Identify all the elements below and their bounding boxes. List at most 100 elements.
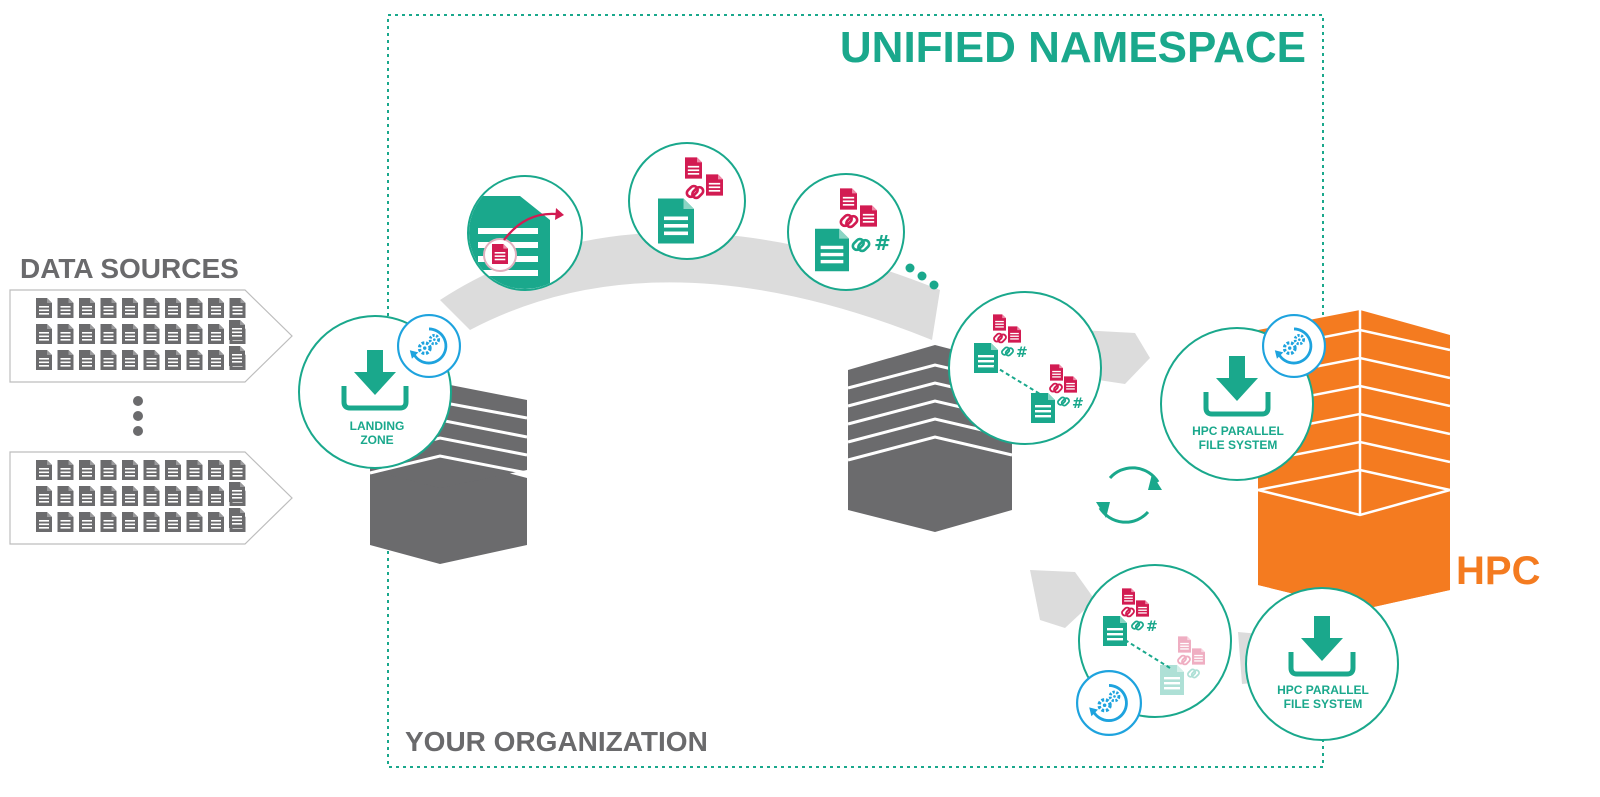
document-icon: [815, 229, 849, 272]
document-icon: [58, 512, 74, 532]
document-icon: [208, 486, 224, 506]
data-source-panel-1: [10, 290, 292, 382]
document-icon: [36, 486, 52, 506]
document-icon: [101, 298, 117, 318]
document-icon: [58, 298, 74, 318]
unified-namespace-title: UNIFIED NAMESPACE: [840, 23, 1306, 72]
hpc-pfs-bottom-label-line1: HPC PARALLEL: [1277, 683, 1369, 697]
hash-icon: #: [1016, 345, 1028, 361]
document-icon: [144, 460, 160, 480]
document-icon: [58, 350, 74, 370]
document-icon: [101, 350, 117, 370]
document-icon: [36, 298, 52, 318]
document-icon: [79, 486, 95, 506]
document-icon: [101, 486, 117, 506]
step-index-node: #: [788, 174, 904, 290]
document-icon: [1064, 376, 1077, 392]
document-icon: [122, 350, 138, 370]
document-icon: [860, 205, 877, 226]
document-icon: [58, 486, 74, 506]
hpc-pfs-bottom-label-line2: FILE SYSTEM: [1284, 697, 1363, 711]
step-catalog-node: # #: [949, 292, 1101, 444]
hash-icon: #: [1146, 619, 1158, 635]
document-icon: [165, 298, 181, 318]
document-icon: [122, 298, 138, 318]
document-icon: [1050, 364, 1063, 380]
document-icon: [230, 298, 246, 318]
document-icon: [974, 343, 998, 373]
document-icon: [79, 460, 95, 480]
document-icon: [187, 324, 203, 344]
document-icon: [208, 460, 224, 480]
document-icon: [144, 512, 160, 532]
document-icon: [79, 512, 95, 532]
document-icon: [101, 460, 117, 480]
document-icon: [187, 460, 203, 480]
document-icon: [1122, 588, 1135, 604]
your-organization-label: YOUR ORGANIZATION: [405, 726, 708, 757]
data-sources-label: DATA SOURCES: [20, 253, 239, 284]
document-icon: [229, 320, 245, 340]
hpc-pfs-top-label-line1: HPC PARALLEL: [1192, 424, 1284, 438]
step-archive-node: #: [1077, 565, 1231, 735]
document-icon: [993, 314, 1006, 330]
document-icon: [187, 350, 203, 370]
document-icon: [36, 350, 52, 370]
document-icon: [165, 486, 181, 506]
document-icon: [1136, 600, 1149, 616]
document-icon: [187, 512, 203, 532]
document-icon: [492, 244, 508, 264]
document-icon: [122, 460, 138, 480]
document-icon: [208, 324, 224, 344]
document-icon: [208, 298, 224, 318]
document-icon: [230, 460, 246, 480]
document-icon: [144, 324, 160, 344]
document-icon: [122, 324, 138, 344]
document-icon: [187, 298, 203, 318]
hpc-pfs-bottom-node: HPC PARALLEL FILE SYSTEM: [1246, 588, 1398, 740]
landing-zone-label-line2: ZONE: [360, 433, 393, 447]
gears-cycle-icon: [398, 315, 460, 377]
document-icon: [658, 199, 694, 244]
hash-icon: #: [1072, 396, 1084, 412]
document-icon: [165, 512, 181, 532]
document-icon: [122, 486, 138, 506]
document-icon: [165, 324, 181, 344]
document-icon: [706, 174, 723, 195]
document-icon: [208, 350, 224, 370]
gears-cycle-icon: [1263, 315, 1325, 377]
hpc-pfs-top-label-line2: FILE SYSTEM: [1199, 438, 1278, 452]
document-icon: [101, 512, 117, 532]
document-icon: [36, 460, 52, 480]
hpc-label: HPC: [1456, 549, 1540, 593]
document-icon: [187, 486, 203, 506]
document-icon: [79, 298, 95, 318]
document-icon: [1008, 326, 1021, 342]
gears-cycle-icon: [1077, 671, 1141, 735]
document-icon: [840, 188, 857, 209]
document-icon: [1103, 616, 1127, 646]
document-icon: [36, 324, 52, 344]
document-icon: [229, 508, 245, 528]
document-icon: [58, 324, 74, 344]
document-icon: [208, 512, 224, 532]
ellipsis-vertical: [133, 396, 143, 436]
data-source-panel-2: [10, 452, 292, 544]
document-icon: [229, 482, 245, 502]
document-icon: [58, 460, 74, 480]
landing-zone-label-line1: LANDING: [350, 419, 405, 433]
document-icon: [36, 512, 52, 532]
sync-arrows-icon: [1096, 468, 1162, 522]
step-link-node: [629, 143, 745, 259]
document-icon: [165, 350, 181, 370]
document-icon: [79, 324, 95, 344]
hash-icon: #: [874, 231, 891, 255]
document-icon: [79, 350, 95, 370]
document-icon: [144, 350, 160, 370]
document-icon: [229, 346, 245, 366]
document-icon: [165, 460, 181, 480]
document-icon: [144, 298, 160, 318]
document-icon: [1031, 393, 1055, 423]
document-icon: [144, 486, 160, 506]
